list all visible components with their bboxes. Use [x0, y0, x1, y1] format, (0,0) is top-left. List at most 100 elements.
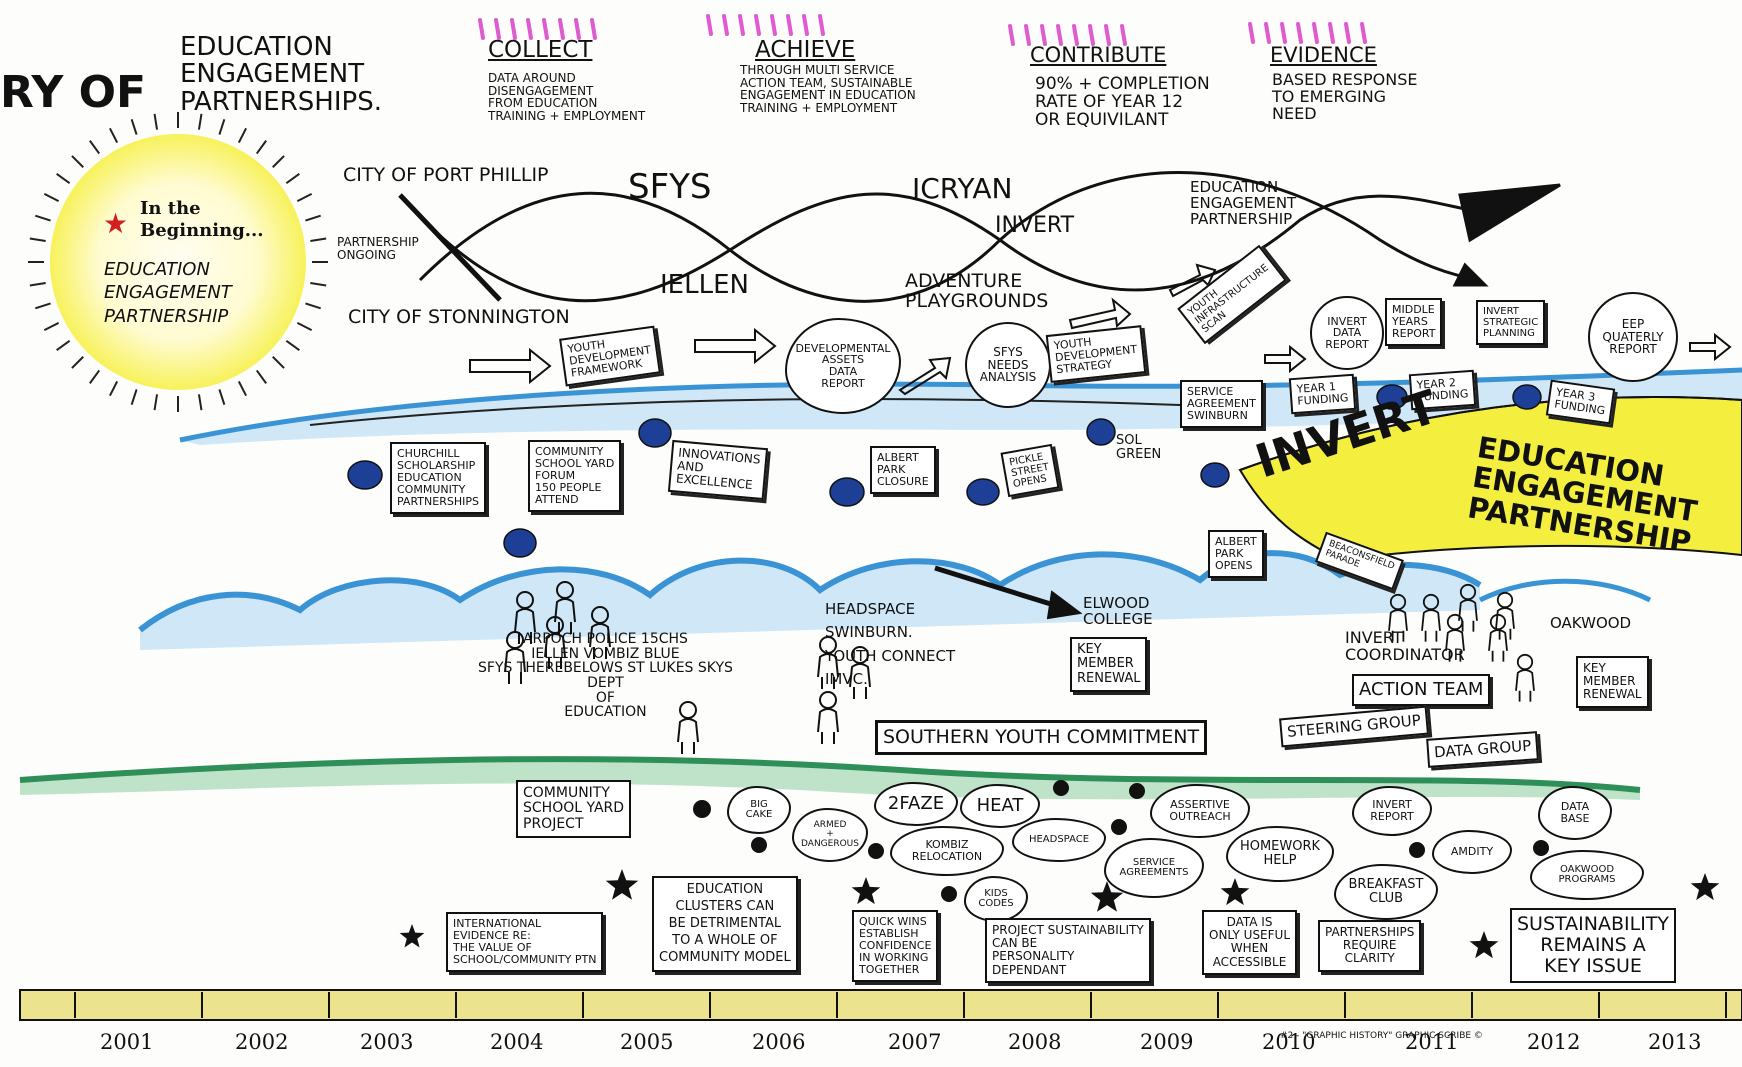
- grass-hills: [19, 756, 1641, 800]
- year-label: 2010: [1262, 1030, 1316, 1054]
- sun-ray: [255, 140, 267, 155]
- oakwood: OAKWOOD: [1550, 614, 1632, 632]
- star-mark: [851, 877, 881, 905]
- sun-ray: [89, 140, 101, 155]
- star-mark: [1220, 878, 1250, 906]
- header-heading: COLLECT: [488, 37, 593, 63]
- sparkle-mark: [478, 18, 485, 40]
- sparkle-mark: [1328, 22, 1335, 44]
- sparkle-mark: [558, 18, 565, 40]
- strand-icryan: ICRYAN: [912, 172, 1013, 205]
- lesson-partnerships-clarity: PARTNERSHIPS REQUIRE CLARITY: [1318, 920, 1422, 972]
- star-mark: [1090, 881, 1124, 912]
- sparkle-mark: [802, 14, 809, 36]
- invert-data-report: INVERT DATA REPORT: [1310, 296, 1384, 370]
- sun-ray: [310, 237, 327, 243]
- header-text: DATA AROUND DISENGAGEMENT FROM EDUCATION…: [488, 71, 646, 123]
- community-school-yard-project: COMMUNITY SCHOOL YARD PROJECT: [516, 780, 632, 839]
- sparkle-mark: [706, 14, 713, 36]
- sparkle-mark: [1040, 24, 1047, 46]
- process-arrows: [469, 263, 1732, 620]
- sun-ray: [35, 302, 51, 310]
- year-label: 2009: [1140, 1030, 1194, 1054]
- sparkle-mark: [1312, 22, 1319, 44]
- year-label: 2003: [360, 1030, 414, 1054]
- sun-ray: [296, 321, 313, 331]
- sun-ray: [71, 155, 84, 168]
- sun-ray: [272, 356, 285, 369]
- sparkle-mark: [542, 18, 549, 40]
- credit-text: #2 - "GRAPHIC HISTORY" GRAPHIC SCRIBE ©: [1280, 1031, 1483, 1041]
- star-mark: [1469, 931, 1499, 959]
- sun-ray: [272, 155, 285, 168]
- sun-ray: [218, 119, 226, 135]
- lesson-education-clusters: EDUCATION CLUSTERS CAN BE DETRIMENTAL TO…: [652, 876, 798, 973]
- year-label: 2007: [888, 1030, 942, 1054]
- lesson-international-evidence: INTERNATIONAL EVIDENCE RE: THE VALUE OF …: [446, 912, 604, 973]
- sun-ray: [29, 237, 46, 243]
- invert-strategic-planning: INVERT STRATEGIC PLANNING: [1476, 300, 1546, 345]
- sparkle-mark: [1248, 22, 1255, 44]
- star-mark: [605, 869, 639, 900]
- stakeholders-mid: HEADSPACE SWINBURN. YOUTH CONNECT IMVC.: [825, 600, 956, 688]
- program-heat: HEAT: [960, 784, 1040, 828]
- churchill-scholarship: CHURCHILL SCHOLARSHIP EDUCATION COMMUNIT…: [390, 442, 486, 515]
- year-label: 2005: [620, 1030, 674, 1054]
- strand-eep: EDUCATION ENGAGEMENT PARTNERSHIP: [1190, 178, 1297, 228]
- person-figure: [677, 701, 699, 754]
- sun-ray: [71, 356, 84, 369]
- timeline-bar: [19, 989, 1742, 1021]
- black-dots: [693, 780, 1549, 902]
- year-label: 2011: [1405, 1030, 1459, 1054]
- pink-sparkles: [478, 14, 1367, 46]
- eep-quarterly-report: EEP QUATERLY REPORT: [1588, 292, 1678, 382]
- sparkle-mark: [590, 18, 597, 40]
- city-stonnington: CITY OF STONNINGTON: [348, 306, 570, 328]
- sun-ray: [237, 380, 247, 397]
- header-heading: CONTRIBUTE: [1030, 43, 1167, 67]
- year-label: 2002: [235, 1030, 289, 1054]
- lesson-project-sustainability: PROJECT SUSTAINABILITY CAN BE PERSONALIT…: [985, 918, 1151, 983]
- sparkle-mark: [1264, 22, 1271, 44]
- person-figure: [544, 616, 566, 669]
- sun-ray: [109, 380, 119, 397]
- albert-park-closure: ALBERT PARK CLOSURE: [870, 446, 936, 495]
- sun-line-2: Beginning...: [140, 220, 264, 241]
- header-text: 90% + COMPLETION RATE OF YEAR 12 OR EQUI…: [1035, 74, 1210, 130]
- sun-ray: [197, 394, 203, 411]
- sun-ray: [56, 173, 71, 185]
- sparkle-mark: [526, 18, 533, 40]
- header-heading: EVIDENCE: [1270, 43, 1377, 67]
- sun-ray: [130, 119, 138, 135]
- sun-ray: [285, 339, 300, 351]
- person-figure: [1488, 613, 1508, 662]
- sparkle-mark: [1360, 22, 1367, 44]
- program-kids-codes: KIDS CODES: [964, 876, 1028, 922]
- sun-ray: [109, 127, 119, 144]
- program-big-cake: BIG CAKE: [727, 786, 791, 834]
- sun-ray: [89, 369, 101, 384]
- innovations-and-excellence: INNOVATIONS AND EXCELLENCE: [667, 439, 769, 500]
- header-heading: ACHIEVE: [755, 37, 856, 63]
- sparkle-mark: [722, 14, 729, 36]
- sparkle-mark: [1024, 24, 1031, 46]
- sparkle-mark: [1120, 24, 1127, 46]
- person-figure: [1388, 593, 1408, 642]
- sparkle-mark: [1104, 24, 1111, 46]
- person-figure: [589, 606, 611, 659]
- pickle-street-opens: PICKLE STREET OPENS: [1000, 443, 1060, 498]
- sparkle-mark: [754, 14, 761, 36]
- person-figure: [504, 631, 526, 684]
- strand-iellen: IELLEN: [660, 270, 749, 300]
- key-member-renewal-1: KEY MEMBER RENEWAL: [1070, 637, 1148, 692]
- star-icon: ★: [103, 207, 129, 240]
- program-assertive-outreach: ASSERTIVE OUTREACH: [1150, 784, 1250, 838]
- sfys-needs-analysis: SFYS NEEDS ANALYSIS: [965, 322, 1051, 408]
- service-agreement-swinburn: SERVICE AGREEMENT SWINBURN: [1180, 380, 1263, 429]
- year-label: 2008: [1008, 1030, 1062, 1054]
- header-text: THROUGH MULTI SERVICE ACTION TEAM, SUSTA…: [740, 63, 916, 115]
- sun-line-1: In the: [140, 198, 201, 219]
- stars: [399, 869, 1720, 959]
- sparkle-mark: [574, 18, 581, 40]
